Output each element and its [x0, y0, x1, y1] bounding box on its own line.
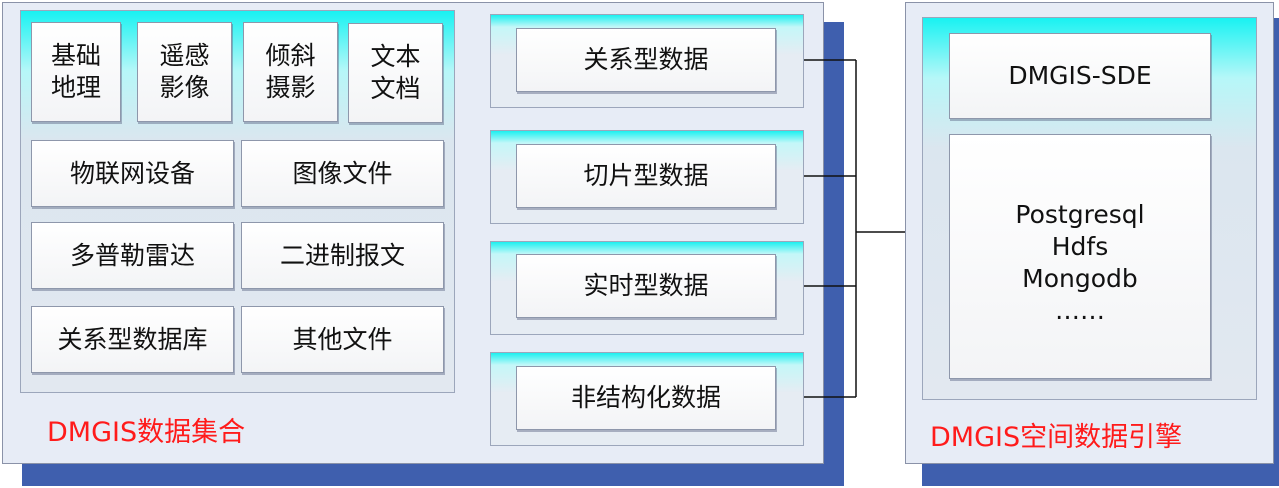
data-type-tile: 切片型数据	[516, 144, 776, 208]
data-type-realtime: 实时型数据	[516, 254, 776, 318]
right-panel-title: DMGIS空间数据引擎	[930, 422, 1183, 453]
source-item-other-files: 其他文件	[241, 306, 444, 373]
data-type-relational: 关系型数据	[516, 28, 776, 92]
left-panel-title: DMGIS数据集合	[47, 417, 246, 448]
source-item-binary-messages: 二进制报文	[241, 222, 444, 289]
source-item-image-files: 图像文件	[241, 140, 444, 207]
source-item-relational-database: 关系型数据库	[31, 306, 234, 373]
source-item-iot-devices: 物联网设备	[31, 140, 234, 207]
engine-dmgis-sde: DMGIS-SDE	[949, 33, 1211, 119]
data-type-unstructured: 非结构化数据	[516, 366, 776, 430]
source-item-doppler-radar: 多普勒雷达	[31, 222, 234, 289]
source-item-text-documents: 文本 文档	[348, 23, 443, 123]
source-item-oblique-photography: 倾斜 摄影	[243, 22, 338, 122]
source-item-basic-geography: 基础 地理	[31, 22, 121, 122]
storage-backends: Postgresql Hdfs Mongodb ……	[949, 134, 1211, 379]
source-item-remote-sensing: 遥感 影像	[137, 22, 232, 122]
